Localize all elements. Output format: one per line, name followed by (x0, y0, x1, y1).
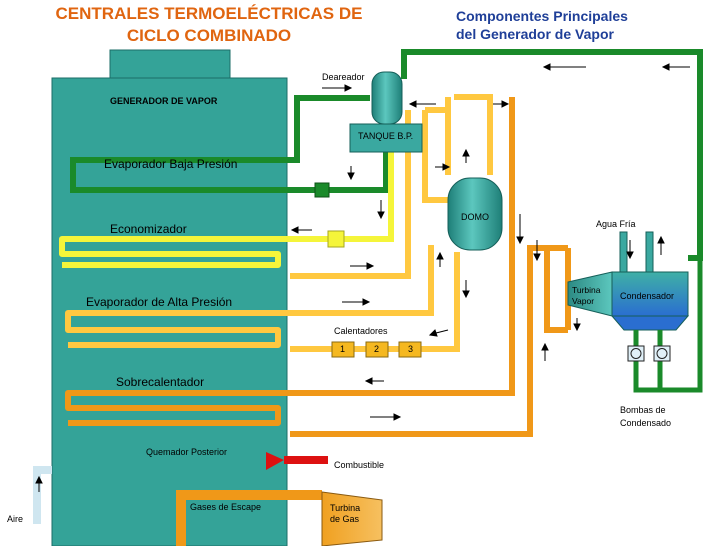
label-turbina-gas-1: Turbina (330, 503, 361, 513)
label-evap-baja: Evaporador Baja Presión (104, 157, 238, 171)
label-economizador: Economizador (110, 222, 187, 236)
evap-alta-coil (65, 310, 290, 348)
economizador-valve (327, 230, 345, 248)
subtitle-line-2: del Generador de Vapor (456, 26, 614, 42)
evap-baja-coil (70, 98, 318, 193)
title-line-1: CENTRALES TERMOELÉCTRICAS DE (55, 4, 363, 23)
label-bombas-2: Condensado (620, 418, 672, 428)
label-domo: DOMO (461, 212, 489, 222)
label-turbina-gas-2: de Gas (330, 514, 360, 524)
label-deareador: Deareador (322, 72, 365, 82)
calentador-2 (365, 341, 389, 358)
condensador (611, 271, 689, 317)
label-gases: Gases de Escape (190, 502, 262, 512)
agua-fria-out (645, 231, 654, 273)
label-aire: Aire (7, 514, 24, 524)
calentador-1 (331, 341, 355, 358)
domo-vessel (447, 177, 503, 251)
label-turbina-vapor-1: Turbina (572, 285, 601, 295)
label-cal-2: 2 (374, 344, 380, 354)
feed-line-a (290, 110, 411, 279)
label-quemador: Quemador Posterior (146, 447, 228, 457)
bomba-2-rotor (656, 348, 668, 359)
agua-fria-in (619, 231, 628, 273)
turbina-gas (321, 491, 383, 546)
turbine-reheat-loop (544, 248, 571, 333)
domo-return (454, 94, 493, 175)
economizador-coil (59, 236, 290, 268)
label-calentadores: Calentadores (334, 326, 388, 336)
evap-baja-valve (314, 182, 330, 198)
label-condensador: Condensador (620, 291, 675, 301)
economizador-line (290, 124, 394, 242)
condensador-hotwell (610, 315, 690, 331)
flow-arrows (35, 63, 690, 492)
label-tanque: TANQUE B.P. (358, 131, 414, 141)
title-line-2: CICLO COMBINADO (126, 26, 292, 45)
tanque-bp (349, 123, 423, 153)
aire-inlet (33, 466, 52, 524)
label-turbina-vapor-2: Vapor (572, 296, 595, 306)
label-agua-fria: Agua Fría (596, 219, 636, 229)
stack-top (109, 49, 231, 79)
sobrecalentador-line (290, 97, 515, 396)
combustible-line (284, 456, 328, 464)
sobrecalentador-coil (65, 390, 290, 426)
quemador (266, 452, 284, 470)
label-cal-3: 3 (408, 344, 414, 354)
feed-line-c (422, 110, 448, 203)
calentador-3 (398, 341, 422, 358)
label-sobrecalentador: Sobrecalentador (116, 375, 205, 389)
label-cal-1: 1 (340, 344, 346, 354)
bomba-1-rotor (630, 348, 642, 359)
label-generador: GENERADOR DE VAPOR (110, 96, 218, 106)
label-evap-alta: Evaporador de Alta Presión (86, 295, 233, 309)
green-top-line (401, 49, 703, 261)
pump-return-green (660, 258, 703, 393)
deareador-vessel (371, 71, 403, 125)
gases-line-h (176, 490, 322, 500)
evap-alta-line (290, 245, 434, 316)
label-combustible: Combustible (334, 460, 385, 470)
subtitle-line-1: Componentes Principales (456, 8, 628, 24)
label-bombas-1: Bombas de (620, 405, 666, 415)
gases-line (176, 490, 186, 546)
